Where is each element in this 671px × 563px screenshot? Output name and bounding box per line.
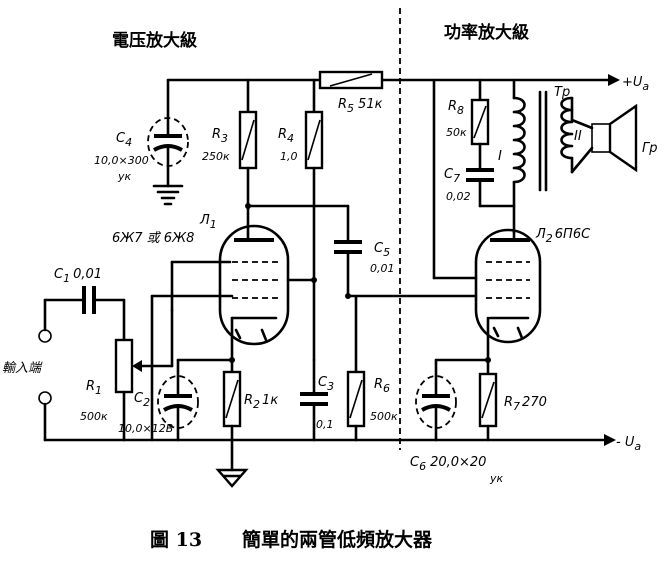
loudspeaker-icon	[570, 103, 638, 174]
r4-value: 1,0	[280, 150, 298, 163]
minus-ua-bus	[43, 434, 616, 446]
c7-value: 0,02	[446, 190, 471, 203]
figure-number: 圖 13	[150, 529, 202, 551]
c5-label: C5	[374, 241, 390, 259]
power-stage-heading: 功率放大級	[444, 22, 529, 43]
output-transformer	[512, 78, 574, 234]
r5-resistor	[318, 70, 384, 90]
c1-capacitor	[43, 286, 126, 342]
r6-value: 500к	[370, 410, 398, 423]
r4-resistor	[304, 78, 324, 362]
c6-capacitor	[415, 358, 457, 442]
c2-capacitor	[157, 358, 199, 442]
tube-v1	[218, 224, 290, 346]
c5-capacitor	[334, 240, 362, 298]
c3-capacitor	[300, 358, 328, 442]
minus-ua-label: - Ua	[616, 435, 641, 453]
c6-value-2: ук	[489, 472, 504, 485]
r1-potentiometer	[114, 308, 174, 442]
r1-label: R1	[86, 379, 102, 397]
r3-value: 250к	[202, 150, 230, 163]
c3-value: 0,1	[316, 418, 334, 431]
r3-label: R3	[212, 127, 228, 145]
r1-value: 500к	[80, 410, 108, 423]
r3-resistor	[238, 78, 258, 236]
r7-resistor	[478, 358, 498, 442]
c2-label: C2	[134, 391, 150, 409]
c5-value: 0,01	[370, 262, 395, 275]
speaker-label: Гр	[642, 141, 658, 156]
r8-value: 50к	[446, 126, 467, 139]
transformer-label: Тр	[554, 85, 570, 100]
winding-i-label: I	[498, 149, 502, 164]
l1-label: Л1	[199, 213, 217, 231]
c4-value: 10,0×300	[94, 154, 149, 167]
c4-capacitor	[147, 78, 189, 206]
c2-value: 10,0×12В	[118, 422, 173, 435]
c4-label: C4	[116, 131, 132, 149]
c7-label: C7	[444, 167, 460, 185]
r8-label: R8	[448, 99, 464, 117]
tube-v2	[474, 228, 542, 344]
l1-type: 6Ж7 或 6Ж8	[112, 231, 194, 246]
r6-resistor	[345, 293, 478, 442]
plus-ua-bus	[166, 74, 620, 86]
c7-capacitor	[466, 168, 516, 208]
figure-title: 簡單的兩管低頻放大器	[242, 528, 433, 551]
r8-resistor	[470, 78, 490, 170]
input-label: 輸入端	[2, 361, 43, 376]
voltage-stage-heading: 電压放大級	[112, 30, 197, 51]
c4-value-2: ук	[117, 170, 132, 183]
r2-resistor	[215, 358, 249, 488]
c3-label: C3	[318, 375, 334, 393]
winding-ii-label: II	[574, 129, 582, 144]
plus-ua-label: +Ua	[622, 75, 649, 93]
input-terminals	[38, 298, 52, 442]
r6-label: R6	[374, 377, 390, 395]
r4-label: R4	[278, 127, 294, 145]
